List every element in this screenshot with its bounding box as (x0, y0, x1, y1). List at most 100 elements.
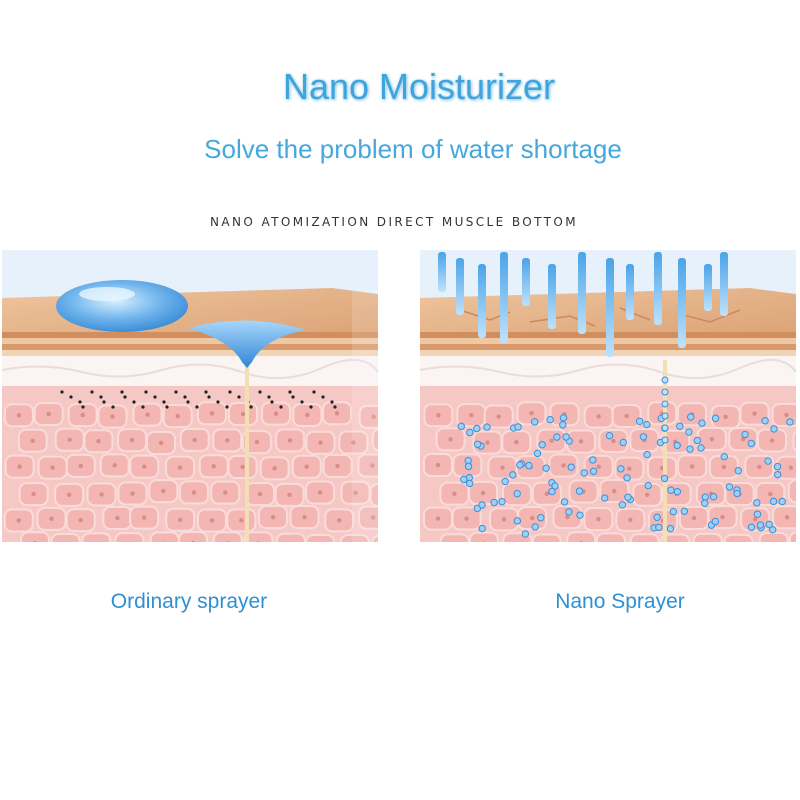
water-particle (460, 475, 468, 484)
skin-cell (357, 453, 378, 478)
skin-cell (81, 532, 112, 542)
pigment-dot (291, 395, 295, 399)
cell-nucleus (130, 491, 135, 496)
water-particle (709, 492, 718, 501)
water-particle (533, 449, 542, 458)
cell-nucleus (239, 518, 244, 523)
water-particle (661, 424, 669, 432)
mist-ray (654, 252, 662, 325)
cell-nucleus (191, 490, 197, 495)
water-particle (685, 428, 693, 436)
cell-nucleus (141, 515, 147, 520)
skin-cell (468, 531, 499, 542)
cell-nucleus (49, 516, 54, 522)
cell-nucleus (578, 439, 584, 444)
water-particle (725, 483, 734, 491)
pigment-dot (174, 390, 178, 394)
cell-nucleus (46, 411, 51, 417)
water-particle (525, 461, 533, 470)
skin-cell (339, 533, 370, 542)
water-particle (680, 507, 689, 515)
water-particle (567, 463, 575, 471)
mist-ray (720, 252, 728, 316)
pigment-dot (207, 395, 211, 399)
water-particle (660, 474, 669, 483)
cell-nucleus (645, 492, 650, 497)
cell-nucleus (161, 488, 166, 494)
cell-nucleus (177, 465, 183, 470)
cell-nucleus (302, 514, 307, 520)
water-particle (643, 420, 651, 429)
pigment-dot (216, 400, 220, 404)
cell-nucleus (31, 491, 36, 497)
water-particle (661, 376, 669, 384)
cell-nucleus (272, 466, 277, 471)
water-particle (548, 487, 556, 496)
cell-nucleus (496, 414, 501, 419)
water-particle (765, 520, 773, 529)
cell-nucleus (287, 438, 293, 443)
skin-cell (758, 531, 789, 542)
pigment-dot (123, 395, 127, 399)
water-particle (786, 418, 794, 426)
water-particle (513, 517, 522, 525)
water-particle (538, 441, 546, 449)
cell-nucleus (351, 440, 356, 445)
cell-nucleus (33, 541, 37, 542)
mist-ray (606, 258, 614, 357)
water-particle (513, 489, 521, 498)
cell-nucleus (371, 414, 376, 420)
cell-nucleus (115, 515, 120, 521)
skin-cell (531, 533, 562, 542)
cell-nucleus (225, 438, 230, 443)
cell-nucleus (435, 516, 441, 521)
dermis-white-layer (2, 358, 378, 380)
pigment-dot (99, 395, 103, 399)
water-particle (761, 417, 769, 425)
water-particle (466, 428, 474, 437)
cell-nucleus (16, 413, 22, 418)
cell-nucleus (110, 414, 115, 419)
cell-nucleus (752, 517, 758, 522)
cell-nucleus (628, 517, 633, 523)
skin-cell (371, 428, 378, 452)
cell-nucleus (768, 491, 773, 497)
nano-sprayer-caption: Nano Sprayer (555, 590, 685, 613)
cell-nucleus (223, 490, 228, 495)
pigment-dot (81, 405, 85, 409)
pigment-dot (195, 405, 199, 409)
mist-ray (548, 264, 556, 329)
pigment-dot (312, 390, 316, 394)
cell-nucleus (689, 464, 695, 469)
pigment-dot (165, 405, 169, 409)
water-particle (514, 423, 522, 431)
water-particle (565, 508, 573, 516)
cell-nucleus (192, 437, 197, 443)
water-particle (490, 498, 498, 507)
water-particle (618, 501, 627, 509)
cell-nucleus (142, 464, 147, 469)
skin-cell (723, 533, 754, 542)
pigment-dot (258, 390, 262, 394)
water-particle (701, 493, 709, 501)
water-particle (478, 524, 486, 533)
nano-water-particles (457, 376, 794, 538)
cell-nucleus (80, 412, 85, 418)
cell-nucleus (370, 515, 376, 520)
water-particle (747, 439, 755, 448)
cell-nucleus (723, 414, 728, 420)
cell-nucleus (596, 414, 601, 419)
pigment-dot (249, 405, 253, 409)
cell-nucleus (561, 463, 566, 468)
cell-nucleus (158, 440, 164, 446)
cell-nucleus (565, 514, 570, 520)
mist-ray (438, 252, 446, 292)
water-particle (733, 489, 741, 498)
water-particle (644, 481, 652, 490)
mist-ray (478, 264, 486, 338)
water-particle (741, 430, 749, 439)
water-particle (575, 487, 584, 495)
water-particle (516, 461, 524, 469)
skin-channel (663, 360, 667, 542)
skin-cell (114, 532, 145, 542)
